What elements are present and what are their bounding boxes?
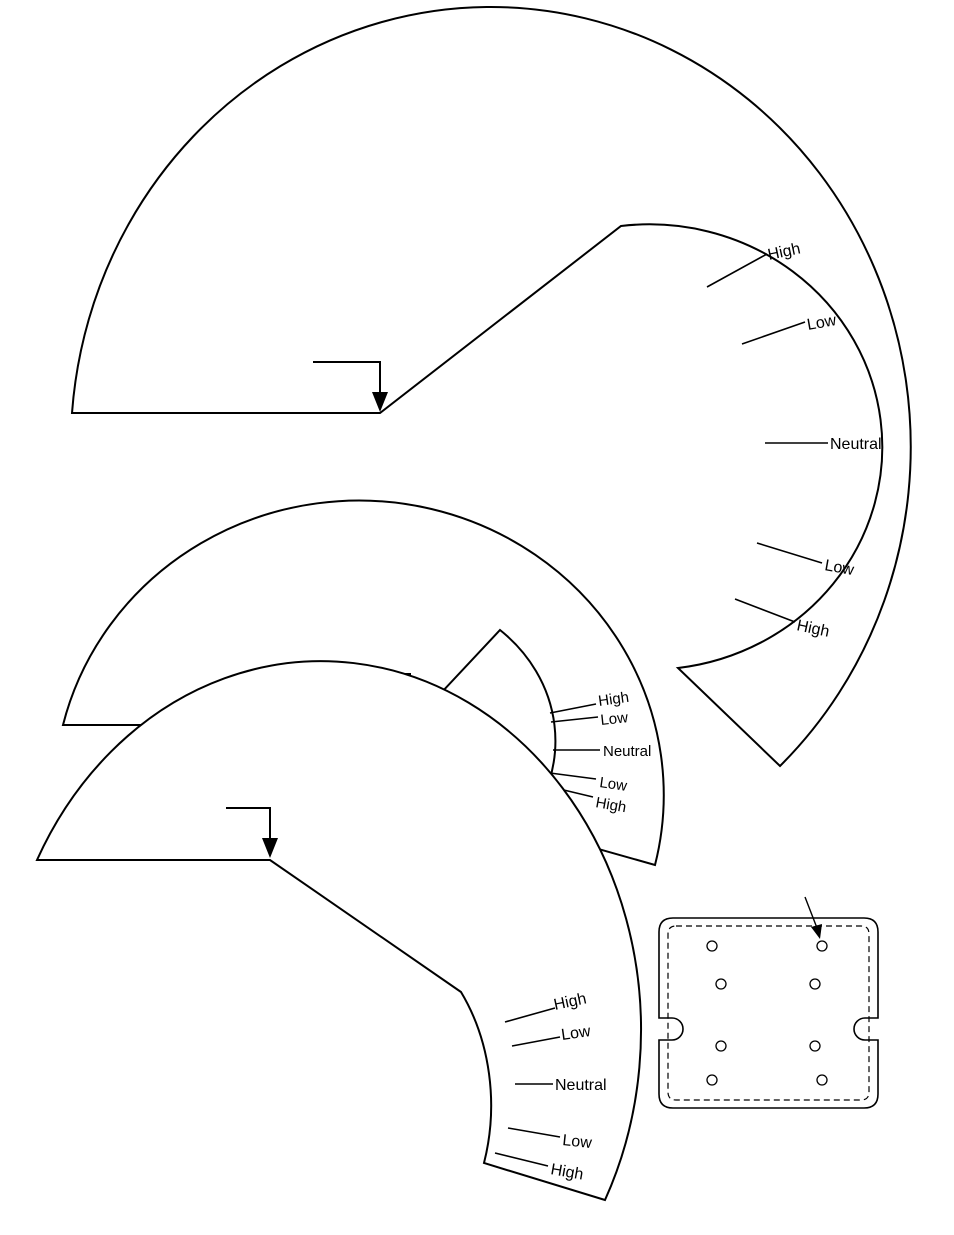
wheel-large-label-2: Low bbox=[806, 312, 838, 334]
hole-6 bbox=[810, 1041, 820, 1051]
wheel-small-label-4: Low bbox=[562, 1132, 593, 1152]
tick-large-1 bbox=[707, 254, 767, 287]
hole-7 bbox=[707, 1075, 717, 1085]
wheel-small: High Low Neutral Low High bbox=[37, 661, 641, 1200]
wheel-medium-label-2: Low bbox=[600, 709, 629, 729]
hole-5 bbox=[716, 1041, 726, 1051]
punch-card-outline bbox=[659, 918, 878, 1108]
hole-3 bbox=[716, 979, 726, 989]
tick-large-2 bbox=[742, 322, 805, 344]
wheel-small-label-3: Neutral bbox=[555, 1077, 607, 1094]
tick-large-4 bbox=[757, 543, 822, 563]
punch-card bbox=[659, 897, 878, 1108]
hole-1 bbox=[707, 941, 717, 951]
hole-8 bbox=[817, 1075, 827, 1085]
wheel-large-label-3: Neutral bbox=[830, 436, 882, 453]
hole-4 bbox=[810, 979, 820, 989]
tick-large-5 bbox=[735, 599, 795, 622]
wheel-medium-label-3: Neutral bbox=[603, 743, 651, 760]
hole-2 bbox=[817, 941, 827, 951]
wheel-large-ticks bbox=[707, 254, 828, 622]
wheel-small-outline bbox=[37, 661, 641, 1200]
